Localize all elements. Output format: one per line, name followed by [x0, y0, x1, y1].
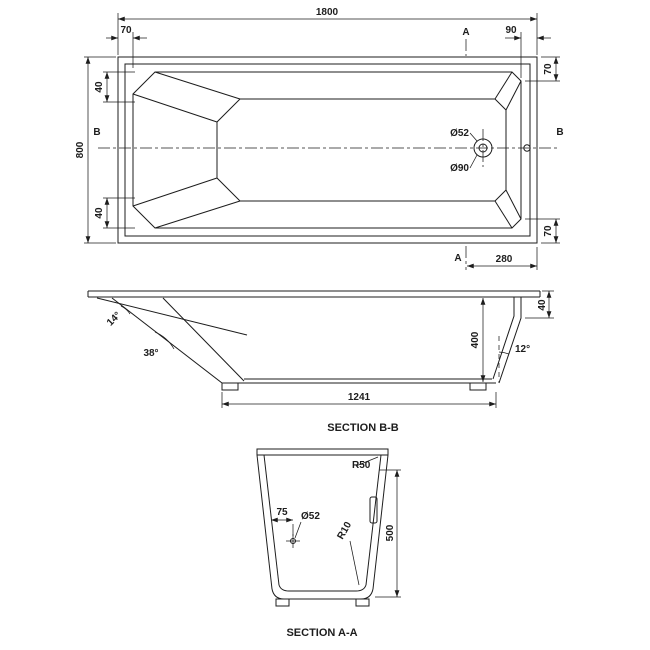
- label-waste-dia-section: Ø52: [301, 511, 320, 522]
- centerlines: [98, 39, 557, 270]
- dim-top-corner: 40: [94, 81, 105, 93]
- dim-overall-width: 800: [75, 141, 86, 158]
- plan-view: 1800 70 90 A A 800 40 40 B B 70 70 280 Ø…: [75, 7, 564, 270]
- bath-outline-plan: [117, 56, 538, 244]
- dim-right-rim: 90: [505, 25, 517, 36]
- dim-waste-offset: 75: [276, 507, 288, 518]
- section-bb-view: 40 400 1241 38° 14° 12° SECTION B-B: [87, 290, 554, 434]
- dim-rim-edge: 40: [537, 299, 548, 311]
- label-radius-rim: R50: [352, 460, 371, 471]
- bath-outline-section-bb: [87, 290, 541, 391]
- section-aa-title: SECTION A-A: [286, 627, 357, 639]
- section-a-marker-bottom: A: [454, 253, 461, 264]
- label-radius-base: R10: [335, 520, 354, 542]
- dim-waste-to-end: 280: [496, 254, 513, 265]
- section-b-marker-right: B: [556, 127, 563, 138]
- section-a-marker-top: A: [462, 27, 469, 38]
- dim-inner-depth: 400: [470, 331, 481, 348]
- dim-inner-depth-aa: 500: [385, 524, 396, 541]
- waste-drain-section: [286, 534, 300, 548]
- angle-foot-slope: 12°: [515, 344, 530, 355]
- angle-rim-slope: 14°: [105, 310, 123, 328]
- label-waste-outer-dia: Ø90: [450, 163, 469, 174]
- section-bb-title: SECTION B-B: [327, 422, 399, 434]
- section-bb-angle-marks: [120, 305, 510, 383]
- section-bb-extension-lines: [221, 290, 554, 408]
- dim-left-rim: 70: [120, 25, 132, 36]
- dim-right-top-edge: 70: [543, 63, 554, 75]
- dim-bottom-corner: 40: [94, 207, 105, 219]
- section-b-marker-left: B: [93, 127, 100, 138]
- dim-overall-length: 1800: [316, 7, 339, 18]
- section-bb-dimension-lines: [222, 291, 552, 407]
- bath-outline-section-aa: [256, 448, 389, 607]
- angle-head-slope: 38°: [143, 348, 158, 359]
- section-aa-dimension-lines: [271, 470, 400, 597]
- dim-right-bottom-edge: 70: [543, 225, 554, 237]
- dim-base-length: 1241: [348, 392, 371, 403]
- plan-extension-lines: [84, 13, 560, 270]
- plan-dimension-lines: [85, 16, 559, 269]
- section-aa-view: 75 Ø52 R50 R10 500 SECTION A-A: [256, 448, 401, 639]
- label-waste-inner-dia: Ø52: [450, 128, 469, 139]
